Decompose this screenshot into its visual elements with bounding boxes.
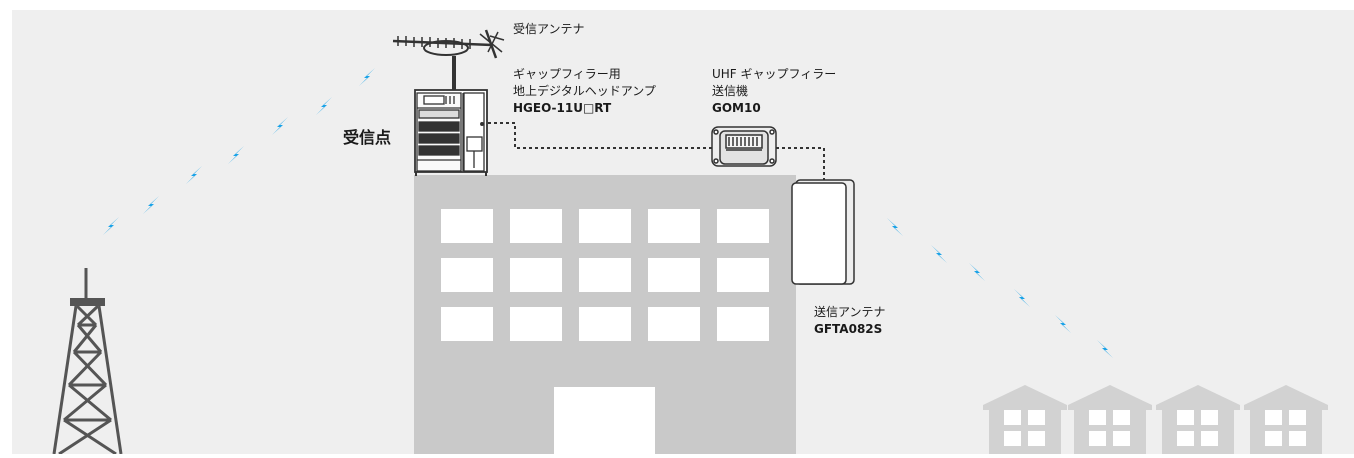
radio-wave-icon [228,146,244,164]
headend-line1: ギャップフィラー用 [513,67,621,81]
transmitter-label: UHF ギャップフィラー 送信機 GOM10 [712,66,836,117]
broadcast-tower-icon [52,268,123,456]
receive-antenna-label: 受信アンテナ [513,21,585,38]
radio-wave-icon [1014,289,1030,307]
incoming-radio-waves [103,68,375,235]
transmitter-line2: 送信機 [712,84,749,98]
house-icon [1068,385,1152,454]
radio-wave-icon [186,166,202,184]
building-door [554,387,655,454]
headend-rack-icon [414,89,488,176]
building [414,175,796,454]
headend-label: ギャップフィラー用 地上デジタルヘッドアンプ HGEO-11U□RT [513,66,656,117]
building-windows [441,209,769,341]
radio-wave-icon [1097,340,1113,358]
tx-antenna-label: 送信アンテナ GFTA082S [814,304,886,338]
radio-wave-icon [1055,315,1071,333]
radio-wave-icon [316,97,332,115]
radio-wave-icon [887,218,903,236]
headend-model: HGEO-11U□RT [513,101,612,115]
yagi-antenna-icon [392,29,505,90]
radio-wave-icon [969,263,985,281]
receive-point-label: 受信点 [343,128,392,147]
radio-wave-icon [359,68,375,86]
coaxial-cable [488,122,825,180]
radio-wave-icon [931,245,947,263]
receive-antenna-text: 受信アンテナ [513,22,585,36]
tx-antenna-model: GFTA082S [814,322,883,336]
house-icon [1244,385,1328,454]
houses [983,385,1328,454]
tx-antenna-line1: 送信アンテナ [814,305,886,319]
radio-wave-icon [143,196,159,214]
transmitter-icon [711,126,777,167]
transmitter-line1: UHF ギャップフィラー [712,67,837,81]
house-icon [983,385,1067,454]
transmitter-model: GOM10 [712,101,761,115]
headend-line2: 地上デジタルヘッドアンプ [513,84,656,98]
panel-antenna-icon [791,179,855,285]
radio-wave-icon [103,217,119,235]
outgoing-radio-waves [887,218,1113,358]
radio-wave-icon [272,117,288,135]
house-icon [1156,385,1240,454]
